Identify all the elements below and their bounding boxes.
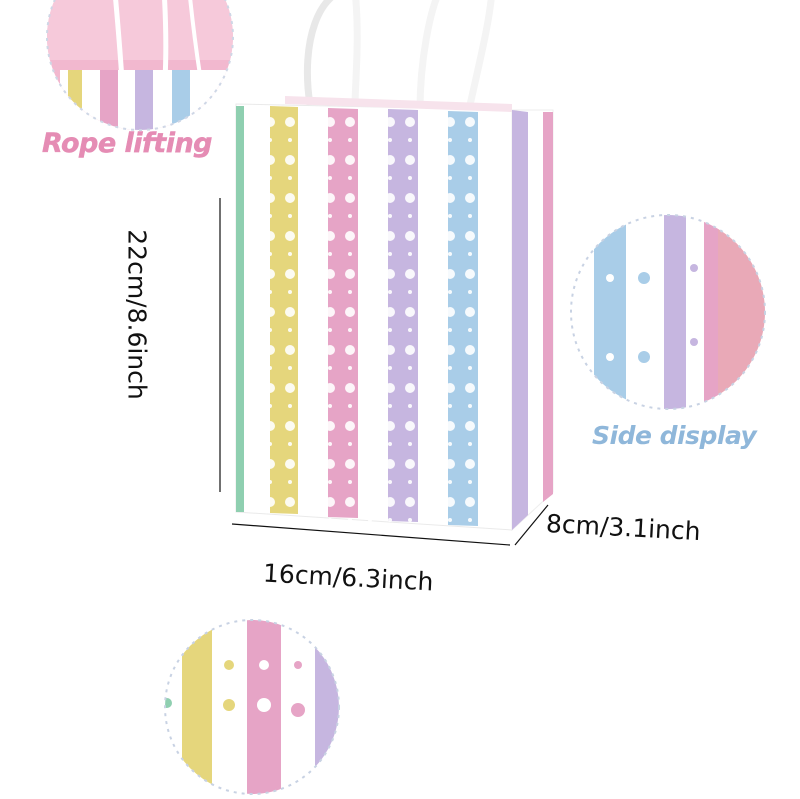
bag-body	[235, 96, 554, 532]
height-dimension-label: 22cm/8.6inch	[122, 229, 152, 400]
side-detail-circle	[571, 215, 765, 409]
bag-handles	[303, 0, 495, 111]
rope-lifting-label: Rope lifting	[42, 128, 213, 160]
rope-detail-circle	[47, 0, 233, 130]
width-dimension-line	[231, 523, 511, 546]
side-display-label: Side display	[592, 421, 757, 450]
pattern-detail-circle	[165, 620, 339, 794]
depth-dimension-line	[514, 504, 549, 546]
